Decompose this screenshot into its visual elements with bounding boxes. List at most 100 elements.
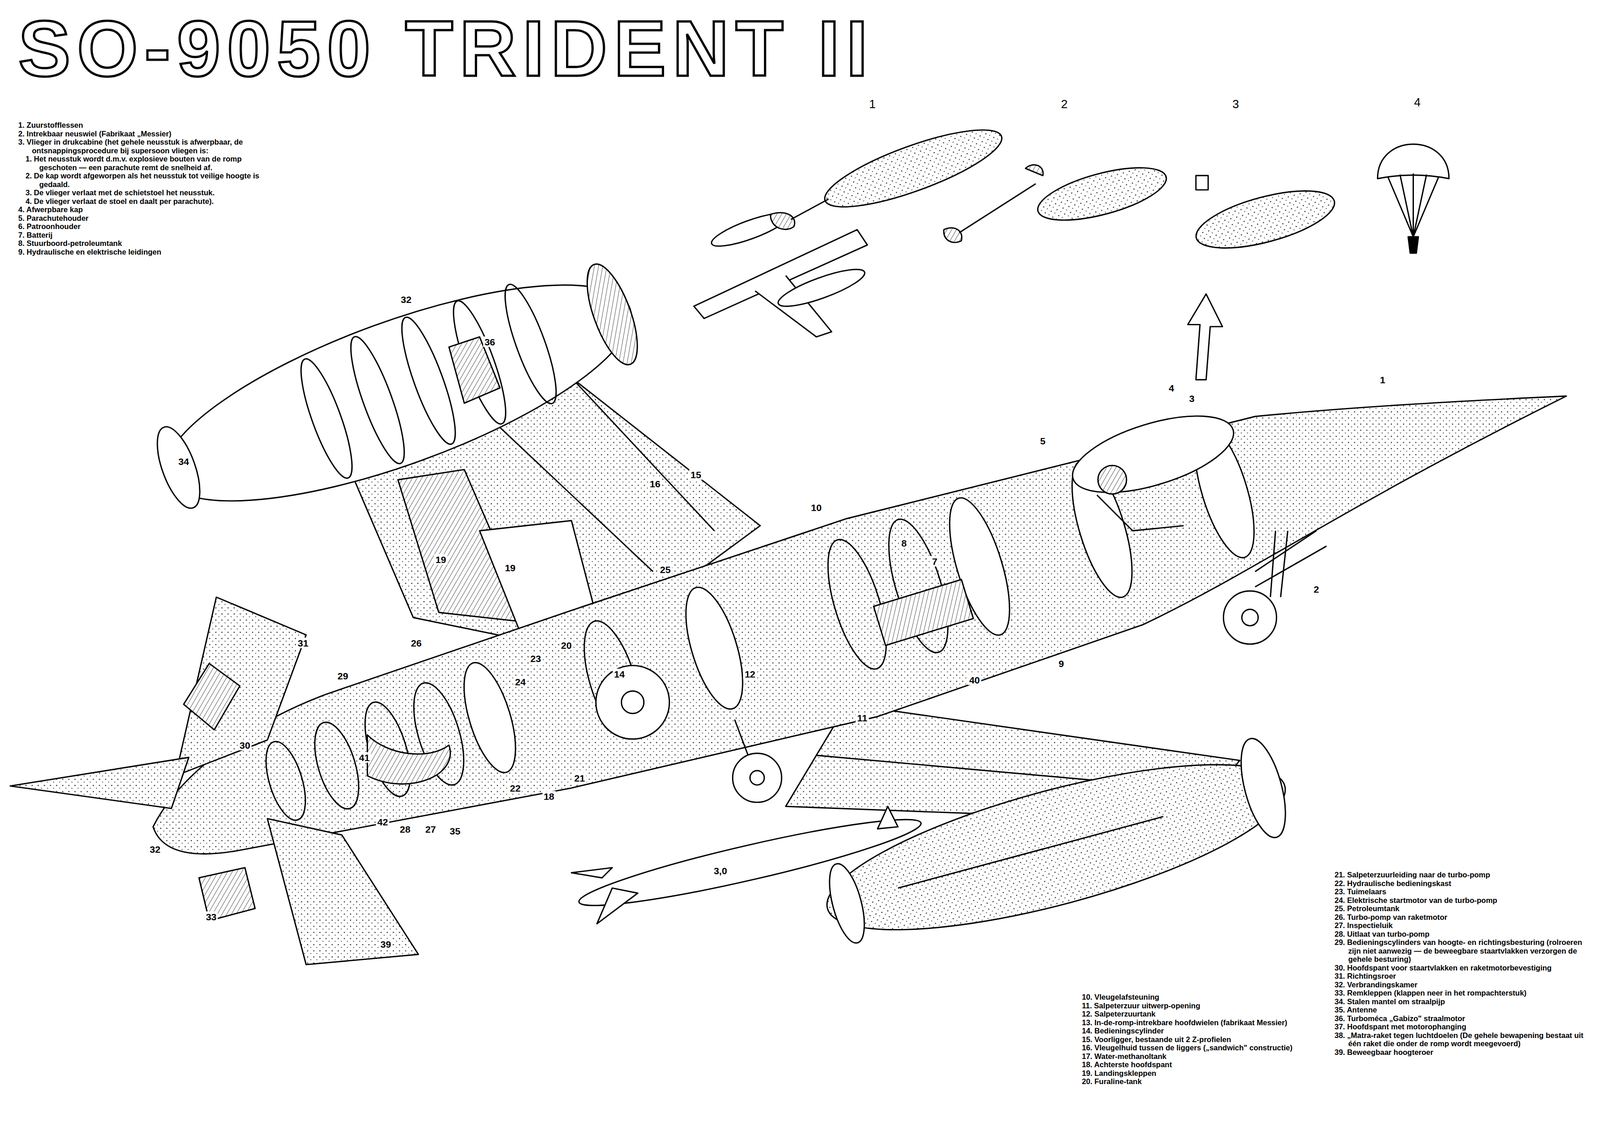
step-number: 3 bbox=[1232, 98, 1239, 110]
legend-item: 25. Petroleumtank bbox=[1334, 903, 1588, 913]
callout-number: 14 bbox=[612, 668, 626, 679]
legend-item: 21. Salpeterzuurleiding naar de turbo-po… bbox=[1334, 870, 1588, 879]
parts-key: 10. Vleugelafsteuning11. Salpeterzuur ui… bbox=[1081, 992, 1322, 1086]
tail-surfaces bbox=[183, 663, 240, 730]
callout-number: 19 bbox=[503, 561, 517, 573]
legend-item: 32. Verbrandingskamer bbox=[1334, 980, 1588, 989]
legend-item: 6. Patroonhouder bbox=[18, 222, 267, 231]
fuselage bbox=[153, 395, 1567, 854]
legend-item: 2. De kap wordt afgeworpen als het neuss… bbox=[25, 171, 267, 189]
legend-item: 16. Vleugelhuid tussen de liggers („sand… bbox=[1081, 1043, 1322, 1052]
escape-sequence bbox=[774, 262, 869, 313]
upper-engine-nacelle bbox=[341, 332, 415, 469]
callout-number: 40 bbox=[967, 674, 982, 686]
fuselage bbox=[873, 579, 974, 645]
callout-number: 8 bbox=[899, 537, 909, 549]
legend-item: 33. Remkleppen (klappen neer in het romp… bbox=[1334, 988, 1588, 998]
fuselage bbox=[674, 581, 754, 716]
upper-wing bbox=[479, 408, 654, 572]
legend-item: 39. Beweegbaar hoogteroer bbox=[1334, 1047, 1588, 1057]
upper-engine-nacelle bbox=[443, 296, 516, 429]
landing-gear bbox=[1223, 590, 1277, 644]
escape-sequence bbox=[693, 114, 1450, 380]
callout-number: 12 bbox=[743, 668, 757, 679]
legend-item: 12. Salpeterzuurtank bbox=[1081, 1009, 1322, 1019]
tail-surfaces bbox=[10, 757, 189, 809]
escape-sequence bbox=[959, 183, 1036, 233]
legend-item: 17. Water-methanoltank bbox=[1081, 1051, 1322, 1061]
escape-sequence bbox=[790, 198, 829, 220]
landing-gear bbox=[621, 690, 644, 714]
upper-engine-nacelle bbox=[141, 241, 655, 545]
callout-number: 9 bbox=[1057, 658, 1066, 669]
landing-gear bbox=[749, 770, 764, 785]
escape-sequence bbox=[1387, 173, 1439, 237]
landing-gear bbox=[596, 530, 1289, 802]
callout-number: 25 bbox=[658, 564, 672, 575]
legend-item: 36. Turboméca „Gabizo" straalmotor bbox=[1334, 1013, 1588, 1023]
escape-sequence bbox=[1377, 144, 1450, 179]
fuselage bbox=[1097, 465, 1127, 494]
callout-number: 2 bbox=[1312, 583, 1321, 594]
legend-item: 2. Intrekbaar neuswiel (Fabrikaat „Messi… bbox=[18, 129, 267, 139]
upper-engine-nacelle bbox=[148, 421, 209, 514]
legend-item: 22. Hydraulische bedieningskast bbox=[1334, 878, 1588, 888]
escape-sequence bbox=[1195, 175, 1209, 190]
fuselage bbox=[1096, 494, 1184, 531]
tail-surfaces bbox=[10, 597, 419, 965]
callout-number: 30 bbox=[238, 739, 252, 751]
callout-number: 32 bbox=[148, 843, 162, 855]
landing-gear bbox=[1280, 530, 1289, 597]
legend-item: 4. Afwerpbare kap bbox=[18, 205, 267, 214]
lower-engine-nacelle bbox=[1232, 733, 1295, 842]
callout-number: 36 bbox=[483, 336, 497, 348]
lower-engine-nacelle bbox=[812, 730, 1300, 964]
callout-number: 32 bbox=[399, 293, 413, 305]
upper-engine-nacelle bbox=[576, 258, 648, 371]
escape-sequence bbox=[943, 227, 962, 243]
callout-number: 7 bbox=[930, 555, 939, 567]
upper-engine-nacelle bbox=[141, 241, 655, 545]
legend-item: 35. Antenne bbox=[1334, 1005, 1588, 1014]
legend-item: 7. Batterij bbox=[18, 230, 267, 240]
legend-item: 10. Vleugelafsteuning bbox=[1081, 992, 1322, 1002]
legend-item: 3. Vlieger in drukcabine (het gehele neu… bbox=[18, 137, 267, 155]
fuselage bbox=[1064, 400, 1242, 509]
tail-surfaces bbox=[267, 818, 419, 965]
legend-item: 19. Landingskleppen bbox=[1081, 1068, 1322, 1078]
legend-item: 37. Hoofdspant met motorophanging bbox=[1334, 1022, 1588, 1031]
callout-number: 31 bbox=[296, 637, 310, 649]
upper-engine-nacelle bbox=[495, 279, 566, 409]
callout-number: 20 bbox=[559, 639, 573, 650]
lower-engine-nacelle bbox=[822, 859, 872, 946]
callout-number: 42 bbox=[375, 815, 390, 827]
landing-gear bbox=[596, 665, 670, 739]
callout-number: 5 bbox=[1038, 435, 1048, 447]
callout-number: 27 bbox=[423, 823, 437, 834]
missile bbox=[571, 805, 899, 924]
escape-sequence bbox=[770, 212, 795, 230]
parts-key: 1. Zuurstofflessen2. Intrekbaar neuswiel… bbox=[18, 120, 267, 256]
landing-gear bbox=[734, 719, 751, 760]
legend-item: 14. Bedieningscylinder bbox=[1081, 1026, 1322, 1035]
callout-number: 11 bbox=[855, 711, 869, 723]
callout-number: 10 bbox=[809, 501, 823, 513]
legend-item: 38. „Matra-raket tegen luchtdoelen (De g… bbox=[1334, 1030, 1588, 1048]
escape-sequence bbox=[817, 114, 1009, 222]
callout-number: 24 bbox=[513, 676, 527, 687]
diagram-title: SO-9050 TRIDENT II bbox=[18, 9, 875, 88]
legend-item: 5. Parachutehouder bbox=[18, 213, 267, 223]
fuselage bbox=[367, 734, 451, 784]
missile bbox=[575, 805, 925, 919]
legend-item: 28. Uitlaat van turbo-pomp bbox=[1334, 929, 1588, 939]
legend-item: 24. Elektrische startmotor van de turbo-… bbox=[1334, 895, 1588, 905]
fuselage bbox=[1255, 530, 1327, 587]
legend-item: 26. Turbo-pomp van raketmotor bbox=[1334, 912, 1588, 922]
escape-sequence bbox=[1025, 164, 1044, 176]
legend-item: 1. Zuurstofflessen bbox=[18, 120, 267, 130]
callout-number: 33 bbox=[204, 911, 218, 922]
upper-engine-nacelle bbox=[448, 336, 500, 403]
callout-number: 18 bbox=[542, 790, 556, 802]
legend-item: 31. Richtingsroer bbox=[1334, 971, 1588, 981]
fuselage bbox=[258, 736, 314, 825]
